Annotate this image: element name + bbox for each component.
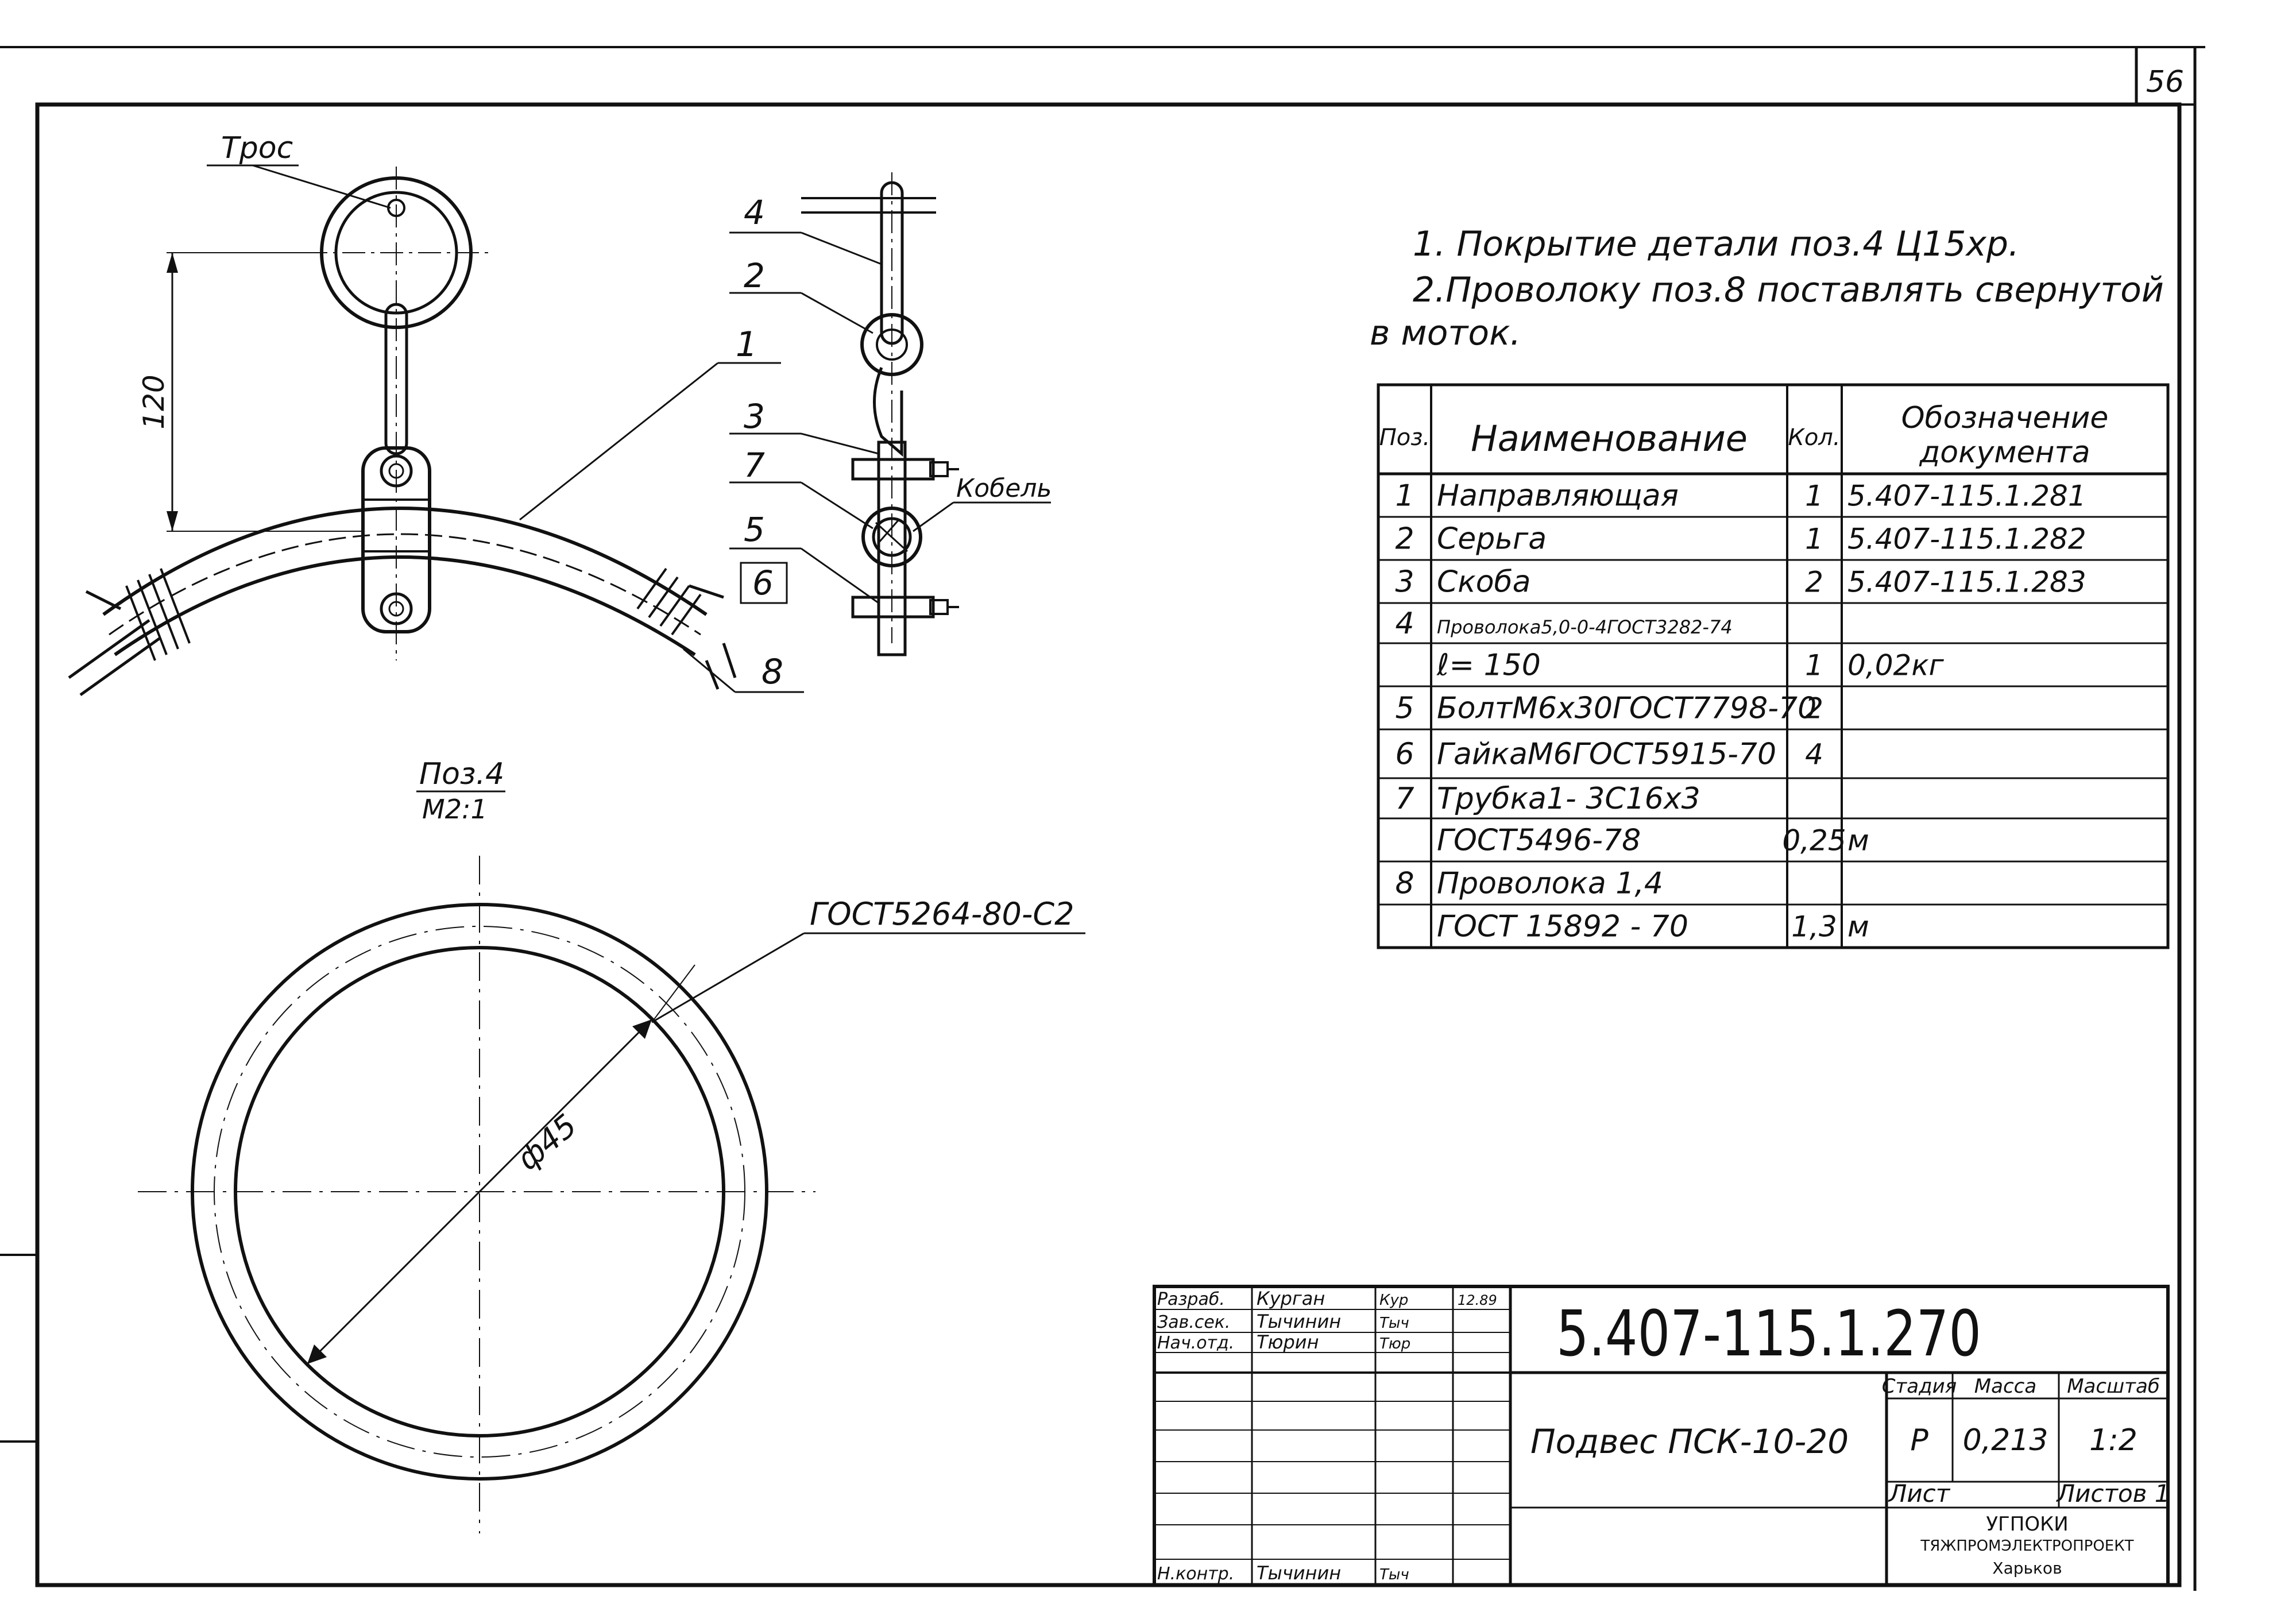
spec-cell-qty: 4	[1805, 738, 1823, 771]
signature-sign: Тыч	[1379, 1315, 1409, 1332]
spec-cell-name: Скоба	[1437, 565, 1530, 600]
spec-cell-pos: 3	[1395, 565, 1414, 600]
signature-name: Тычинин	[1257, 1311, 1341, 1332]
sheet-frame	[0, 46, 2205, 1591]
link-bar	[384, 303, 408, 455]
spec-cell-qty: 1	[1805, 480, 1823, 513]
title-block	[1153, 1285, 2170, 1587]
spec-cell-pos: 5	[1395, 691, 1414, 726]
spec-cell-name: ГОСТ5496-78	[1437, 824, 1641, 858]
spec-cell-name: Направляющая	[1437, 479, 1679, 513]
guide-arc-inner	[114, 555, 696, 656]
spec-cell-qty: 0,25	[1782, 824, 1846, 857]
org-line-2: ТЯЖПРОМЭЛЕКТРОПРОЕКТ	[1920, 1537, 2133, 1555]
spec-rows: 1 Направляющая 1 5.407-115.1.281 2 Серьга 1 5.4…	[1395, 479, 2086, 944]
scale-header: Масштаб	[2067, 1375, 2160, 1398]
document-code: 5.407-115.1.270	[1556, 1297, 1981, 1370]
signature-role: Н.контр.	[1157, 1564, 1234, 1584]
org-line-3: Харьков	[1992, 1559, 2062, 1578]
page-number: 56	[2146, 65, 2184, 99]
dimension-120	[167, 252, 362, 532]
sheet-label: Лист	[1888, 1479, 1951, 1508]
note-3: в моток.	[1370, 313, 1521, 353]
mass-value: 0,213	[1963, 1423, 2048, 1458]
sheets-label: Листов 1	[2056, 1479, 2170, 1508]
spec-cell-doc: м	[1847, 824, 1869, 857]
spec-header-doc-2: документа	[1919, 435, 2090, 470]
spec-cell-name: БолтМ6х30ГОСТ7798-70	[1437, 691, 1816, 726]
note-1: 1. Покрытие детали поз.4 Ц15хр.	[1413, 224, 2019, 264]
spec-header-pos: Поз.	[1379, 424, 1431, 451]
signature-name: Тюрин	[1257, 1331, 1319, 1353]
spec-header-qty: Кол.	[1788, 424, 1840, 451]
callout-6: 6	[752, 563, 774, 602]
signature-name: Тычинин	[1257, 1562, 1341, 1584]
detail-title: Поз.4	[419, 757, 504, 791]
spec-cell-qty: 2	[1805, 692, 1823, 725]
side-view	[801, 172, 959, 656]
spec-cell-doc: 5.407-115.1.281	[1847, 480, 2086, 513]
scale-value: 1:2	[2089, 1423, 2137, 1458]
drawing-title: Подвес ПСК-10-20	[1530, 1422, 1849, 1461]
callout-4: 4	[744, 193, 765, 232]
signature-sign: Кур	[1379, 1292, 1408, 1309]
signature-sign: Тыч	[1379, 1566, 1409, 1583]
spec-cell-qty: 1	[1805, 523, 1823, 556]
spec-cell-name: ГОСТ 15892 - 70	[1437, 910, 1688, 944]
signature-role: Разраб.	[1157, 1289, 1225, 1309]
note-2: 2.Проволоку поз.8 поставлять свернутой	[1413, 270, 2164, 310]
detail-ring	[138, 856, 1085, 1533]
callout-1: 1	[736, 324, 757, 365]
side-view-callouts	[729, 231, 1051, 604]
stage-header: Стадия	[1882, 1375, 1957, 1398]
signature-date: 12.89	[1458, 1292, 1497, 1308]
callout-7: 7	[744, 446, 765, 485]
spec-table	[1377, 383, 2170, 949]
spec-cell-doc: м	[1847, 910, 1869, 944]
clamp-body	[361, 446, 431, 633]
signature-role: Нач.отд.	[1157, 1333, 1234, 1353]
label-kabel: Кобель	[956, 474, 1052, 503]
callout-3: 3	[744, 397, 765, 436]
callout-8: 8	[762, 652, 783, 692]
spec-cell-pos: 2	[1395, 522, 1414, 557]
spec-cell-qty: 2	[1805, 566, 1823, 599]
dimension-120-label: 120	[137, 374, 171, 429]
callout-5: 5	[744, 510, 765, 549]
label-tros: Трос	[221, 131, 293, 165]
spec-cell-pos: 6	[1395, 737, 1414, 772]
spec-cell-name: ГайкаМ6ГОСТ5915-70	[1437, 737, 1776, 772]
guide-arc-outer	[102, 507, 708, 616]
spec-cell-qty: 1	[1805, 649, 1823, 682]
spec-cell-doc: 5.407-115.1.283	[1847, 566, 2086, 599]
spec-cell-name: ℓ= 150	[1436, 648, 1541, 683]
main-assembly-view	[68, 167, 737, 697]
spec-cell-pos: 4	[1395, 606, 1414, 641]
spec-cell-name: Трубка1- 3С16х3	[1437, 782, 1700, 816]
spec-cell-doc: 0,02кг	[1847, 649, 1945, 682]
spec-header-name: Наименование	[1471, 418, 1748, 459]
spec-cell-name: Проволока5,0-0-4ГОСТ3282-74	[1437, 616, 1733, 638]
spec-header-doc-1: Обозначение	[1901, 401, 2109, 435]
signature-role: Зав.сек.	[1157, 1312, 1230, 1332]
spec-cell-name: Серьга	[1437, 522, 1547, 557]
spec-cell-qty: 1,3	[1791, 910, 1837, 944]
detail-scale: М2:1	[422, 794, 488, 825]
mass-header: Масса	[1974, 1375, 2036, 1398]
org-line-1: УГПОКИ	[1986, 1513, 2068, 1536]
spec-cell-pos: 1	[1395, 479, 1414, 513]
spec-cell-name: Проволока 1,4	[1437, 867, 1663, 901]
callout-6-box	[740, 562, 788, 604]
spec-cell-pos: 7	[1395, 782, 1414, 816]
spec-cell-pos: 8	[1395, 867, 1414, 901]
signature-name: Курган	[1257, 1288, 1325, 1309]
ring-diameter-label: ф45	[510, 1107, 584, 1177]
signature-sign: Тюр	[1379, 1335, 1410, 1352]
callout-2: 2	[744, 256, 765, 295]
spec-cell-doc: 5.407-115.1.282	[1847, 523, 2086, 556]
ring-gost-label: ГОСТ5264-80-С2	[810, 896, 1074, 932]
stage-value: Р	[1910, 1423, 1928, 1458]
